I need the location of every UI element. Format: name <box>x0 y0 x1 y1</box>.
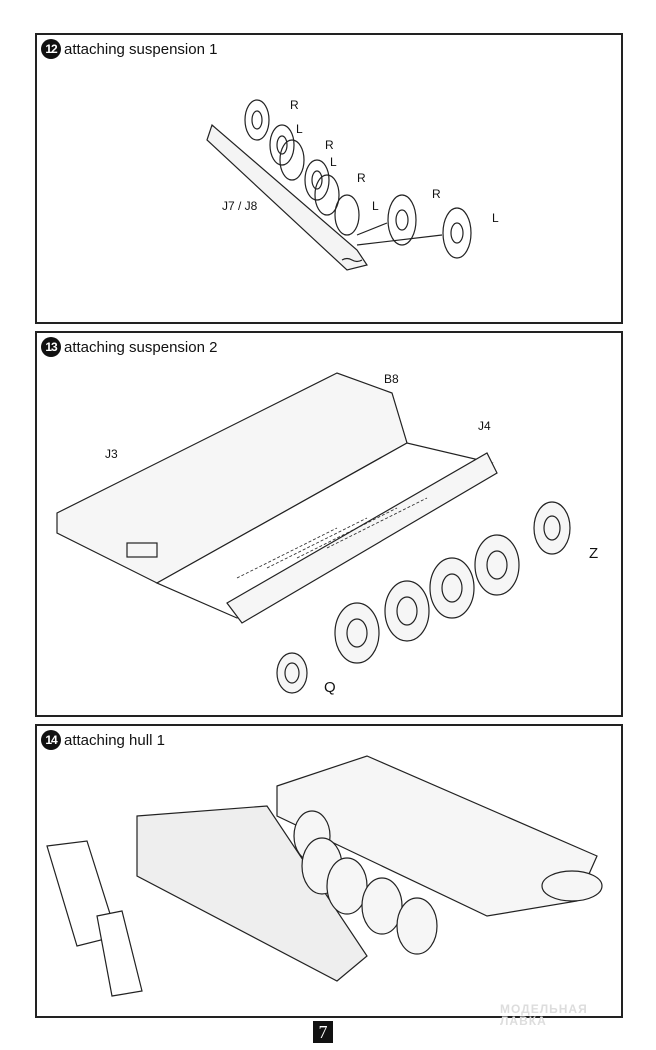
part-label: R <box>325 138 334 152</box>
step-title-text: attaching suspension 1 <box>64 40 218 58</box>
suspension-diagram <box>206 99 472 271</box>
part-label: L <box>492 211 499 225</box>
part-label: J7 / J8 <box>222 199 258 213</box>
part-label: Z <box>589 545 599 562</box>
step-title-text: attaching suspension 2 <box>64 338 218 356</box>
step-number: 13 <box>41 337 61 357</box>
page-number: 7 <box>313 1021 333 1043</box>
part-label: J3 <box>105 447 118 461</box>
part-label: R <box>290 98 299 112</box>
part-label: B8 <box>384 372 399 386</box>
step-number: 12 <box>41 39 61 59</box>
hull-track-diagram <box>46 755 603 997</box>
part-label: R <box>357 171 366 185</box>
watermark: МОДЕЛЬНАЯ ЛАВКА <box>500 1002 588 1028</box>
part-label: L <box>372 199 379 213</box>
part-label: J4 <box>478 419 491 433</box>
hull-suspension-diagram <box>56 372 571 694</box>
part-label: Q <box>324 679 336 696</box>
part-label: L <box>296 122 303 136</box>
step-number: 14 <box>41 730 61 750</box>
part-label: R <box>432 187 441 201</box>
part-label: L <box>330 155 337 169</box>
step-title-text: attaching hull 1 <box>64 731 165 749</box>
